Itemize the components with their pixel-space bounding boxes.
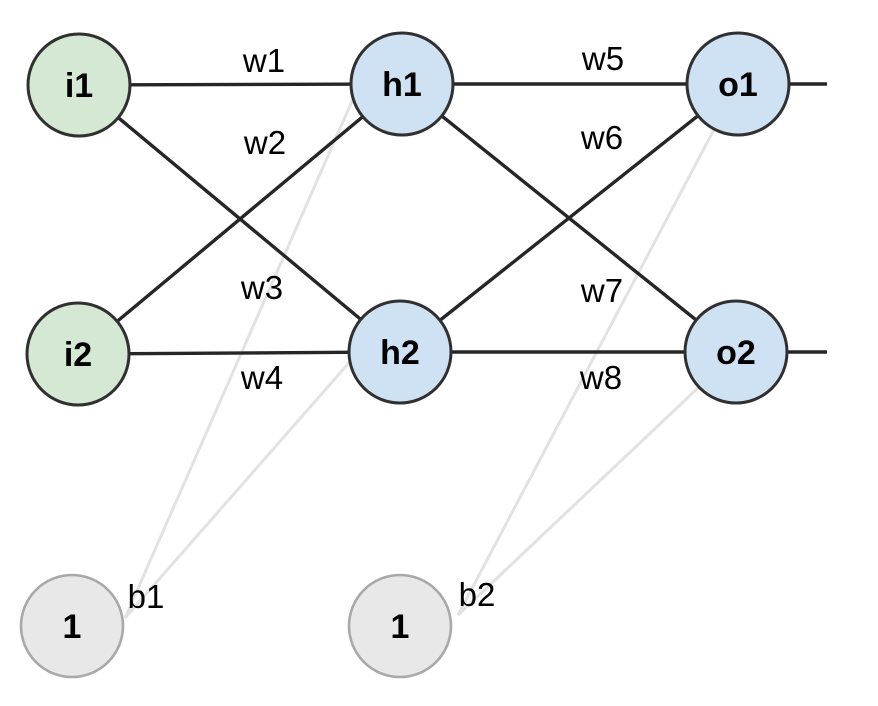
node-label-bias-b2: 1 (391, 608, 410, 646)
node-o1 (685, 31, 791, 137)
weight-label-w4: w4 (240, 359, 283, 396)
node-bias-b1 (19, 573, 125, 679)
edge-bias-b2-o1 (456, 83, 740, 616)
node-label-bias-b1: 1 (63, 608, 82, 646)
edge-bias-b1-h2 (123, 347, 364, 619)
node-label-h2: h2 (380, 334, 420, 372)
edge-w7-h1-o2 (400, 82, 738, 354)
edge-bias-b2-o2 (456, 350, 738, 617)
node-label-i2: i2 (64, 336, 92, 374)
node-h1 (349, 31, 455, 137)
edge-w4-i2-h2 (77, 350, 401, 356)
weight-label-w1: w1 (242, 42, 285, 79)
node-bias-b2 (347, 573, 453, 679)
edge-w1-i1-h1 (78, 82, 403, 87)
node-label-i1: i1 (65, 67, 93, 105)
weight-label-w6: w6 (580, 119, 623, 156)
node-label-o2: o2 (716, 334, 756, 372)
node-o2 (683, 299, 789, 405)
weight-label-w5: w5 (581, 40, 624, 77)
bias-label-b1: b1 (128, 578, 165, 615)
node-label-o1: o1 (718, 66, 758, 104)
weight-label-w8: w8 (579, 359, 622, 396)
weight-label-w3: w3 (240, 269, 283, 306)
node-i1 (26, 32, 132, 138)
node-h2 (347, 299, 453, 405)
edge-w3-i1-h2 (77, 83, 402, 354)
weight-label-w7: w7 (580, 272, 623, 309)
bias-label-b2: b2 (459, 576, 496, 613)
node-i2 (25, 301, 131, 407)
edge-bias-b1-h1 (123, 91, 358, 619)
weight-label-w2: w2 (243, 124, 286, 161)
node-label-h1: h1 (382, 66, 422, 104)
